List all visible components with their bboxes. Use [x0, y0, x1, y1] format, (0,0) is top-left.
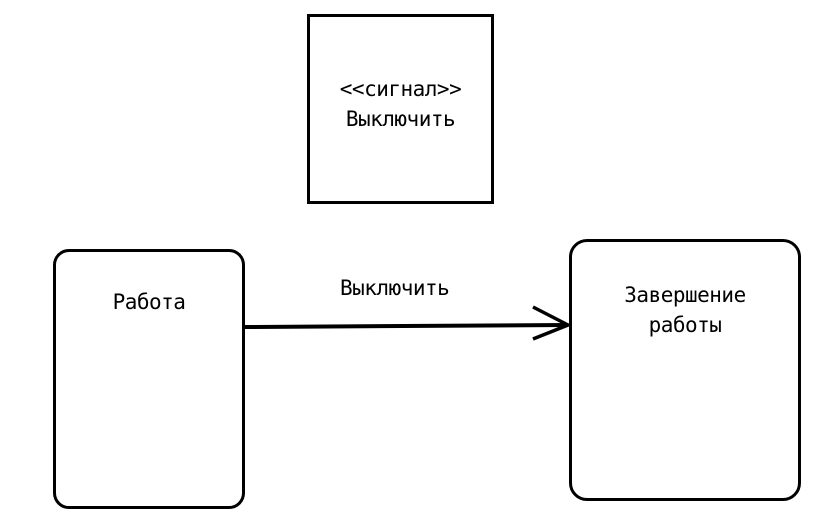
state-finish-label-line2: работы [648, 313, 722, 337]
transition-line [244, 323, 569, 329]
signal-box: <<сигнал>> Выключить [307, 14, 494, 204]
state-finish: Завершение работы [569, 239, 801, 501]
signal-stereotype: <<сигнал>> [339, 77, 462, 101]
transition-label: Выключить [340, 276, 450, 300]
state-work: Работа [53, 249, 245, 509]
state-finish-label-line1: Завершение [624, 283, 746, 307]
signal-name: Выключить [345, 107, 456, 131]
arrowhead-icon [532, 305, 573, 341]
state-finish-label: Завершение работы [572, 280, 798, 340]
state-work-label: Работа [112, 290, 186, 314]
